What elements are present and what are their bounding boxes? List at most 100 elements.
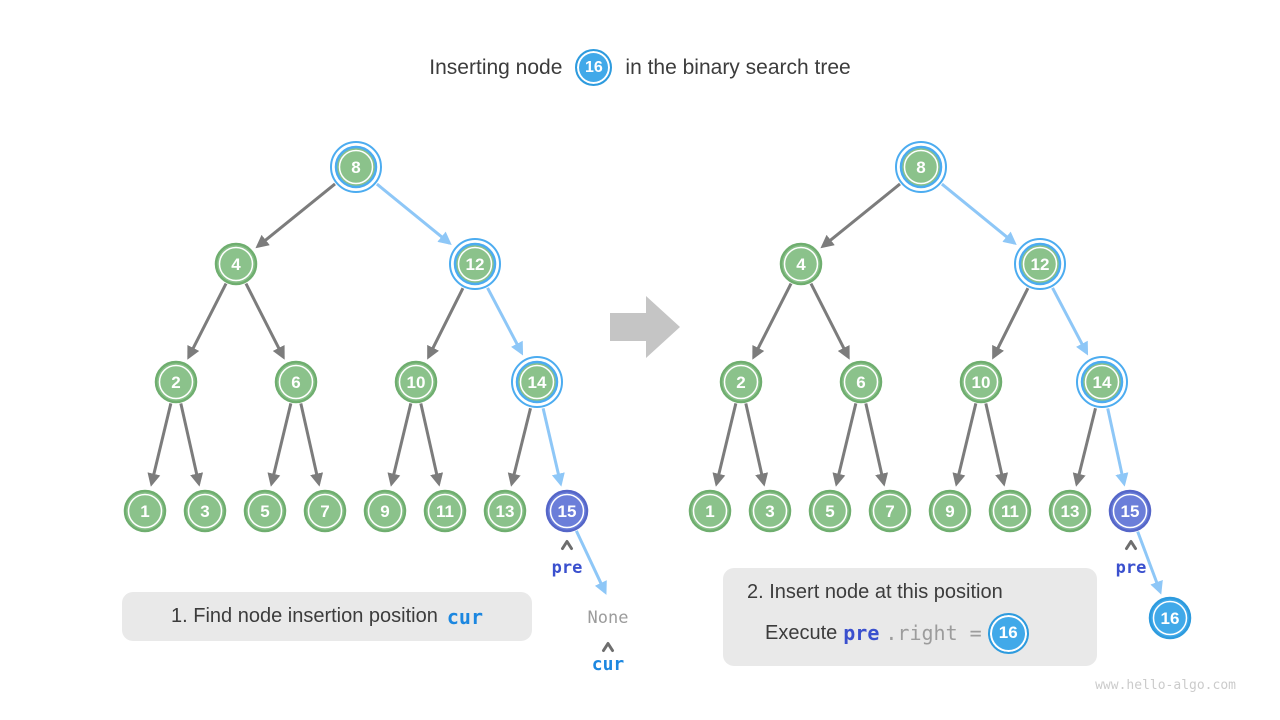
node-value: 3 [200, 502, 209, 521]
tree-node-16: 16 [1148, 596, 1192, 640]
node-circle [1080, 360, 1124, 404]
pointer-chevron-icon [1125, 540, 1137, 550]
step2-right-code: .right = [885, 621, 982, 645]
step2-pre-code: pre [843, 621, 880, 645]
tree-node-3: 3 [183, 489, 227, 533]
tree-edge [1136, 531, 1163, 595]
tree-edge [1051, 287, 1089, 356]
node-value: 3 [765, 502, 774, 521]
node-circle [839, 360, 883, 404]
step1-caption-box: 1. Find node insertion position cur [122, 592, 532, 641]
tree-node-12: 12 [449, 238, 501, 290]
tree-edge [507, 407, 532, 487]
node-value: 14 [1093, 373, 1112, 392]
node-value: 11 [436, 502, 454, 521]
node-value: 14 [528, 373, 547, 392]
highlight-ring [330, 141, 382, 193]
step1-cur-code: cur [446, 604, 483, 629]
node-inner-ring [427, 493, 463, 529]
node-value: 9 [380, 502, 389, 521]
node-value: 13 [1061, 502, 1080, 521]
tree-node-15: 15 [1108, 489, 1152, 533]
watermark: www.hello-algo.com [1095, 678, 1236, 693]
node-inner-ring [487, 493, 523, 529]
highlight-ring [449, 238, 501, 290]
node-inner-ring [398, 364, 434, 400]
highlight-ring [1076, 356, 1128, 408]
step2-line1: 2. Insert node at this position [747, 580, 1003, 603]
tree-edge [147, 403, 173, 487]
highlight-ring [1014, 238, 1066, 290]
node-value: 6 [291, 373, 300, 392]
node-inner-ring [187, 493, 223, 529]
node-value: 6 [856, 373, 865, 392]
node-circle [545, 489, 589, 533]
highlight-ring [511, 356, 563, 408]
node-value: 1 [705, 502, 714, 521]
tree-node-6: 6 [839, 360, 883, 404]
none-label: None [588, 608, 629, 628]
node-value: 10 [407, 373, 426, 392]
node-inner-ring [992, 493, 1028, 529]
tree-node-1: 1 [688, 489, 732, 533]
tree-edge [427, 287, 465, 360]
tree-node-7: 7 [303, 489, 347, 533]
node-circle [334, 145, 378, 189]
node-value: 2 [736, 373, 745, 392]
node-circle [1108, 489, 1152, 533]
title-suffix: in the binary search tree [625, 55, 851, 79]
node-circle [154, 360, 198, 404]
tree-node-13: 13 [1048, 489, 1092, 533]
tree-edge [744, 403, 769, 487]
tree-node-5: 5 [808, 489, 852, 533]
tree-edge [541, 407, 565, 487]
tree-node-4: 4 [779, 242, 823, 286]
node-circle [1148, 596, 1192, 640]
node-inner-ring [247, 493, 283, 529]
tree-edge [809, 282, 850, 360]
tree-node-7: 7 [868, 489, 912, 533]
pointer-chevron-icon [561, 540, 573, 550]
node-value: 8 [351, 158, 360, 177]
node-inner-ring [843, 364, 879, 400]
tree-node-8: 8 [330, 141, 382, 193]
node-value: 13 [496, 502, 515, 521]
node-circle [808, 489, 852, 533]
node-circle [959, 360, 1003, 404]
pre-label: pre [1116, 558, 1147, 578]
node-inner-ring [367, 493, 403, 529]
node-value: 1 [140, 502, 149, 521]
tree-node-11: 11 [423, 489, 467, 533]
node-inner-ring [1022, 246, 1058, 282]
pointer-chevron-icon [602, 642, 614, 652]
node-inner-ring [1052, 493, 1088, 529]
node-inner-ring [872, 493, 908, 529]
node-value: 9 [945, 502, 954, 521]
node-inner-ring [218, 246, 254, 282]
step1-text: 1. Find node insertion position [171, 605, 438, 627]
title-node-16-value: 16 [585, 58, 603, 76]
highlight-ring [895, 141, 947, 193]
node-inner-ring [158, 364, 194, 400]
node-circle [243, 489, 287, 533]
tree-node-4: 4 [214, 242, 258, 286]
tree-node-15: 15 [545, 489, 589, 533]
node-inner-ring [723, 364, 759, 400]
tree-edge [752, 282, 793, 360]
node-circle [274, 360, 318, 404]
node-value: 8 [916, 158, 925, 177]
tree-node-11: 11 [988, 489, 1032, 533]
tree-node-6: 6 [274, 360, 318, 404]
tree-edge [832, 403, 858, 487]
node-inner-ring [963, 364, 999, 400]
figure-title: Inserting node 16 in the binary search t… [0, 49, 1280, 86]
tree-edge [984, 403, 1009, 487]
node-circle [423, 489, 467, 533]
tree-node-5: 5 [243, 489, 287, 533]
tree-edge [244, 282, 285, 360]
node-inner-ring [752, 493, 788, 529]
tree-edge [1106, 408, 1129, 487]
title-prefix: Inserting node [429, 55, 563, 79]
